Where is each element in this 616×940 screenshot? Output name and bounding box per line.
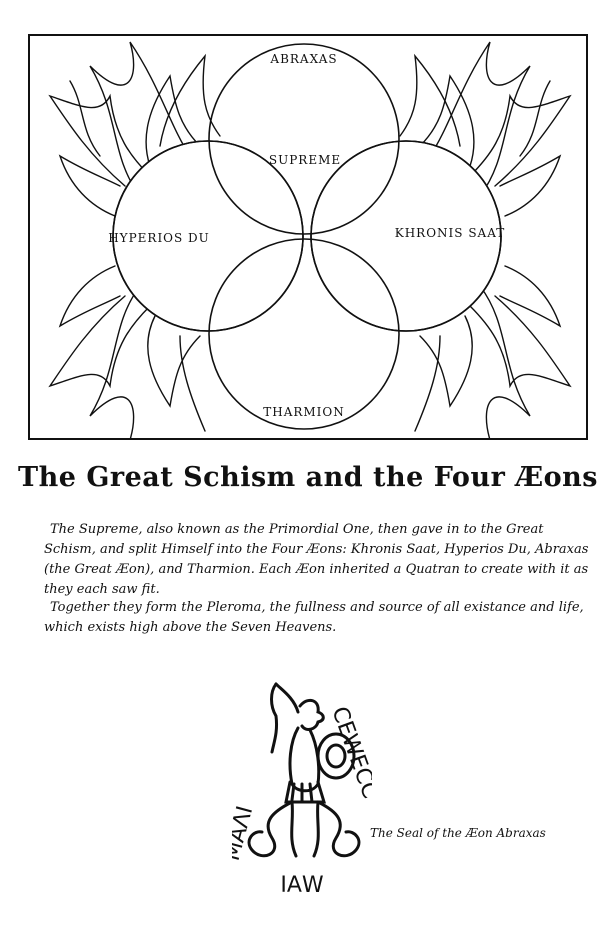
label-hyperios-du: HYPERIOS DU (108, 231, 210, 245)
paragraph-pleroma: Together they form the Pleroma, the full… (44, 600, 584, 635)
seal-caption: The Seal of the Æon Abraxas (370, 826, 546, 840)
seal-letters-right: CEWECC (326, 704, 372, 802)
label-tharmion: THARMION (263, 405, 345, 419)
four-aeons-diagram: ABRAXAS HYPERIOS DU KHRONIS SAAT THARMIO… (48, 41, 572, 438)
label-khronis-saat: KHRONIS SAAT (395, 226, 505, 240)
circle-tharmion (208, 238, 400, 430)
seal-letters-bottom: ΙΑW (280, 873, 324, 898)
label-abraxas: ABRAXAS (269, 52, 337, 66)
label-supreme: SUPREME (269, 153, 341, 167)
page-title: The Great Schism and the Four Æons (18, 462, 598, 493)
abraxas-seal: CEWECC ΜΑΛΙ ΙΑW (232, 682, 372, 898)
circle-abraxas (208, 43, 400, 235)
diagram-frame: ABRAXAS HYPERIOS DU KHRONIS SAAT THARMIO… (28, 34, 588, 440)
paragraph-schism: The Supreme, also known as the Primordia… (44, 522, 589, 597)
flames-decoration (48, 41, 572, 438)
seal-figure (247, 682, 361, 858)
